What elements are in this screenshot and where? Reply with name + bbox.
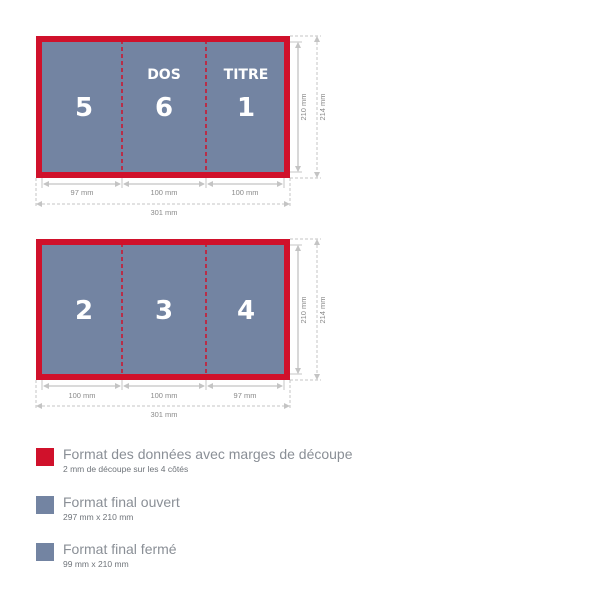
bottom-height-trim-label: 210 mm bbox=[299, 296, 308, 323]
legend-swatch-bleed bbox=[36, 448, 54, 466]
legend-subtitle-closed-format: 99 mm x 210 mm bbox=[63, 559, 129, 569]
top-width-label-3: 100 mm bbox=[231, 188, 258, 197]
top-width-label-1: 97 mm bbox=[71, 188, 94, 197]
top-sheet: 5 6 1 DOS TITRE 97 mm 100 mm 100 mm 301 … bbox=[35, 35, 327, 217]
top-panel-3-label: TITRE bbox=[224, 67, 269, 83]
top-height-bleed-label: 214 mm bbox=[318, 93, 327, 120]
bottom-panel-3-number: 4 bbox=[237, 296, 255, 326]
legend-title-closed-format: Format final fermé bbox=[63, 541, 177, 557]
top-panel-2-number: 6 bbox=[155, 93, 173, 123]
folding-diagram: 5 6 1 DOS TITRE 97 mm 100 mm 100 mm 301 … bbox=[35, 35, 327, 419]
top-total-width-label: 301 mm bbox=[150, 208, 177, 217]
legend-subtitle-bleed: 2 mm de découpe sur les 4 côtés bbox=[63, 464, 189, 474]
top-panel-2-label: DOS bbox=[147, 67, 181, 83]
top-width-label-2: 100 mm bbox=[150, 188, 177, 197]
legend-title-bleed: Format des données avec marges de découp… bbox=[63, 446, 353, 462]
bottom-total-width-label: 301 mm bbox=[150, 410, 177, 419]
bottom-sheet: 2 3 4 100 mm 100 mm 97 mm 301 mm 210 mm … bbox=[35, 238, 327, 419]
top-open-format bbox=[42, 42, 284, 172]
bottom-open-format bbox=[42, 245, 284, 374]
bottom-height-bleed-label: 214 mm bbox=[318, 296, 327, 323]
top-panel-1-number: 5 bbox=[75, 93, 93, 123]
legend-title-open-format: Format final ouvert bbox=[63, 494, 180, 510]
bottom-panel-1-number: 2 bbox=[75, 296, 93, 326]
legend-subtitle-open-format: 297 mm x 210 mm bbox=[63, 512, 134, 522]
top-panel-3-number: 1 bbox=[237, 93, 255, 123]
bottom-panel-2-number: 3 bbox=[155, 296, 173, 326]
bottom-width-label-2: 100 mm bbox=[150, 391, 177, 400]
bottom-width-label-1: 100 mm bbox=[68, 391, 95, 400]
legend-swatch-open-format bbox=[36, 496, 54, 514]
legend-swatch-closed-format bbox=[36, 543, 54, 561]
top-height-trim-label: 210 mm bbox=[299, 93, 308, 120]
bottom-width-label-3: 97 mm bbox=[234, 391, 257, 400]
